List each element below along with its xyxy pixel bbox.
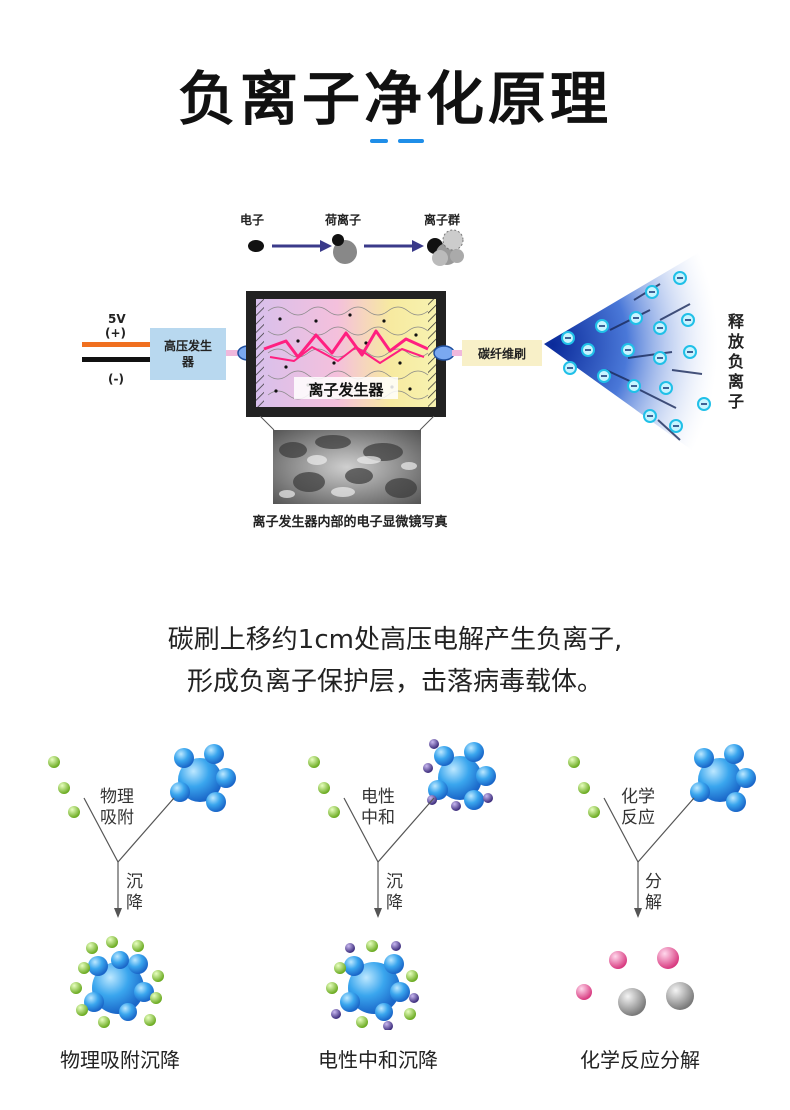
- micrograph-connector: [259, 416, 435, 431]
- process-chain: [248, 229, 464, 266]
- mechanism-physical-adsorption: [48, 744, 236, 1028]
- electron-icon: [248, 240, 264, 252]
- carbon-brush-box: 碳纤维刷: [462, 340, 542, 366]
- green-particle-icons: [568, 756, 600, 818]
- hv-generator-box: 高压发生器: [150, 328, 226, 380]
- mechanism-name-3: 化学反应分解: [580, 1048, 700, 1072]
- voltage-label: 5V: [108, 312, 126, 326]
- mech3-label: 化学反应: [621, 787, 655, 828]
- mechanism-chemical-reaction: [568, 744, 756, 1016]
- ion-generator-label: 离子发生器: [308, 381, 384, 399]
- negative-wire: [82, 357, 150, 362]
- mech3-settle: 分解: [645, 872, 662, 913]
- release-label: 释放负离子: [728, 312, 745, 411]
- decomposed-particles-icon: [576, 947, 694, 1016]
- negative-ion-icons: [561, 271, 711, 433]
- green-particle-icons: [308, 756, 340, 818]
- mech1-label: 物理吸附: [100, 787, 134, 828]
- electron-label: 电子: [240, 213, 265, 227]
- charged-ion-icon: [332, 234, 357, 264]
- mech1-settle: 沉降: [126, 872, 143, 913]
- micrograph-image: [273, 430, 421, 504]
- charged-ion-label: 荷离子: [325, 213, 362, 227]
- ion-beam: [544, 246, 718, 456]
- minus-label: (-): [108, 372, 124, 386]
- positive-wire: [82, 342, 150, 347]
- description-line-1: 碳刷上移约1cm处高压电解产生负离子,: [167, 625, 623, 655]
- virus-cluster-icon: [423, 739, 496, 811]
- settled-cluster-icon: [326, 940, 419, 1030]
- mech2-label: 电性中和: [361, 787, 395, 828]
- page-title: 负离子净化原理: [177, 65, 612, 133]
- green-particle-icons: [48, 756, 80, 818]
- settled-cluster-icon: [70, 936, 164, 1028]
- mechanism-name-1: 物理吸附沉降: [60, 1048, 180, 1072]
- ion-cluster-label: 离子群: [424, 213, 461, 227]
- ion-cluster-icon: [427, 229, 464, 266]
- title-underline: [370, 139, 424, 143]
- virus-cluster-icon: [170, 744, 236, 812]
- ion-generator: [246, 291, 446, 417]
- discharge-arc: [263, 329, 429, 359]
- mechanism-name-2: 电性中和沉降: [318, 1048, 438, 1072]
- micrograph-caption: 离子发生器内部的电子显微镜写真: [252, 515, 448, 530]
- plus-label: (+): [105, 326, 127, 340]
- mech2-settle: 沉降: [386, 872, 403, 913]
- mechanism-electrical-neutralization: [308, 739, 496, 1030]
- description-line-2: 形成负离子保护层，击落病毒载体。: [186, 667, 603, 697]
- virus-cluster-icon: [690, 744, 756, 812]
